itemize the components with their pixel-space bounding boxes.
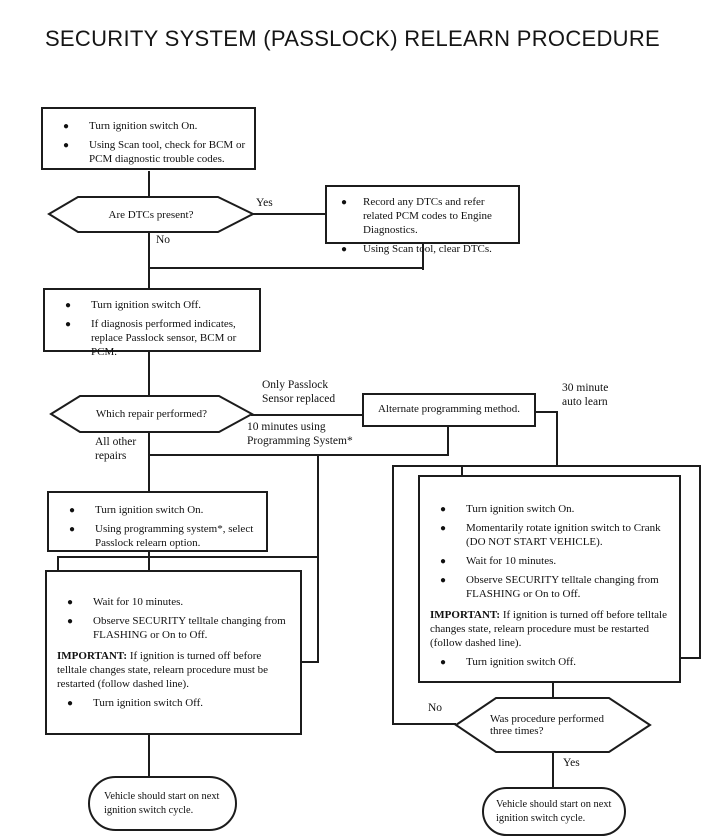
flow-connector: [552, 682, 554, 699]
bullet-item: Turn ignition switch Off.: [91, 299, 202, 311]
flow-connector: [148, 432, 150, 493]
bullet-item: Turn ignition switch Off.: [466, 655, 577, 668]
bullet-icon: ●: [63, 121, 70, 132]
bullet-icon: ●: [341, 197, 348, 208]
flow-connector-yes: [552, 751, 554, 790]
bullet-icon: ●: [65, 300, 72, 311]
bullet-item: Using Scan tool, check for BCM or PCM di…: [89, 139, 246, 165]
flow-connector: [148, 352, 150, 396]
bullet-item: Turn ignition switch On.: [95, 504, 204, 516]
flow-connector: [148, 171, 150, 196]
node-check-codes: ● Turn ignition switch On. ● Using Scan …: [41, 107, 256, 170]
bullet-item: Record any DTCs and refer related PCM co…: [363, 196, 492, 236]
hexagon-shape: [49, 395, 254, 433]
bullet-icon: ●: [65, 319, 72, 330]
node-record-dtcs: ● Record any DTCs and refer related PCM …: [325, 185, 520, 255]
restart-loop-line: [699, 465, 701, 659]
restart-loop-line: [317, 454, 319, 663]
no-loop-line: [392, 465, 394, 725]
node-right-crank: ● Turn ignition switch On. ● Momentarily…: [418, 475, 681, 683]
bullet-item: Observe SECURITY telltale changing from …: [466, 573, 659, 600]
bullet-icon: ●: [67, 616, 74, 627]
bullet-icon: ●: [69, 524, 76, 535]
hexagon-shape: [454, 697, 652, 753]
flow-connector: [422, 244, 424, 270]
flow-connector-thirty-minute: [556, 411, 558, 467]
terminal-label: Vehicle should start on next ignition sw…: [104, 790, 220, 816]
edge-label-yes: Yes: [256, 197, 273, 209]
flow-connector: [148, 734, 150, 778]
edge-label-ten-minutes: 10 minutes using Programming System*: [247, 421, 353, 447]
bullet-item: Using Scan tool, clear DTCs.: [363, 242, 492, 255]
important-note: IMPORTANT: If ignition is turned off bef…: [430, 608, 667, 649]
stack-back-edge: [57, 556, 59, 572]
restart-loop-line: [302, 661, 319, 663]
bullet-item: Turn ignition switch On.: [89, 120, 198, 132]
flow-connector: [447, 427, 449, 456]
flow-connector-yes: [252, 213, 326, 215]
bullet-item: Using programming system*, select Passlo…: [95, 523, 254, 549]
bullet-item: If diagnosis performed indicates, replac…: [91, 318, 237, 358]
flow-connector-only-passlock: [251, 414, 363, 416]
edge-label-thirty-minute: 30 minute auto learn: [562, 382, 609, 408]
important-note: IMPORTANT: If ignition is turned off bef…: [57, 649, 269, 690]
bullet-item: Momentarily rotate ignition switch to Cr…: [466, 522, 661, 548]
flow-connector: [148, 267, 424, 269]
bullet-icon: ●: [63, 140, 70, 151]
flow-connector-ten-minutes: [148, 454, 449, 456]
edge-label-no: No: [156, 234, 171, 246]
restart-loop-line: [681, 657, 701, 659]
flow-connector: [148, 551, 150, 572]
bullet-icon: ●: [67, 597, 74, 608]
bullet-item: Observe SECURITY telltale changing from …: [93, 615, 286, 641]
flowchart-title: SECURITY SYSTEM (PASSLOCK) RELEARN PROCE…: [44, 26, 661, 51]
node-left-wait: ● Wait for 10 minutes. ● Observe SECURIT…: [45, 570, 302, 735]
node-alternate-method: Alternate programming method.: [362, 393, 536, 427]
flow-connector: [461, 465, 463, 477]
bullet-icon: ●: [67, 697, 74, 709]
stack-back-edge: [57, 556, 319, 558]
decision-dtcs-present: Are DTCs present?: [47, 195, 255, 234]
terminal-right-end: Vehicle should start on next ignition sw…: [482, 787, 626, 836]
restart-loop-line: [392, 465, 701, 467]
bullet-icon: ●: [440, 656, 447, 668]
flow-connector: [148, 232, 150, 289]
bullet-item: Turn ignition switch On.: [466, 503, 575, 515]
node-switch-off: ● Turn ignition switch Off. ● If diagnos…: [43, 288, 261, 358]
edge-label-no: No: [428, 702, 443, 714]
edge-label-only-passlock: Only Passlock Sensor replaced: [262, 379, 336, 405]
bullet-item: Wait for 10 minutes.: [466, 554, 557, 567]
bullet-item: Turn ignition switch Off.: [93, 696, 204, 709]
bullet-icon: ●: [440, 504, 447, 515]
decision-which-repair: Which repair performed?: [49, 394, 254, 434]
decision-label: Was procedure performed three times?: [490, 713, 604, 737]
hexagon-shape: [47, 196, 255, 233]
bullet-icon: ●: [440, 523, 447, 534]
node-label: Alternate programming method.: [377, 403, 521, 416]
no-loop-line: [392, 723, 456, 725]
terminal-left-end: Vehicle should start on next ignition sw…: [88, 776, 237, 831]
bullet-icon: ●: [440, 574, 447, 586]
edge-label-all-other: All other repairs: [95, 436, 137, 462]
terminal-label: Vehicle should start on next ignition sw…: [496, 798, 612, 824]
bullet-item: Wait for 10 minutes.: [93, 596, 184, 608]
bullet-icon: ●: [341, 243, 348, 255]
decision-three-times: Was procedure performed three times?: [454, 696, 652, 754]
bullet-icon: ●: [69, 505, 76, 516]
decision-label: Which repair performed?: [95, 408, 208, 420]
edge-label-yes: Yes: [563, 757, 580, 769]
flow-connector: [536, 411, 558, 413]
decision-label: Are DTCs present?: [108, 208, 194, 221]
node-passlock-relearn: ● Turn ignition switch On. ● Using progr…: [47, 491, 268, 552]
bullet-icon: ●: [440, 555, 447, 567]
